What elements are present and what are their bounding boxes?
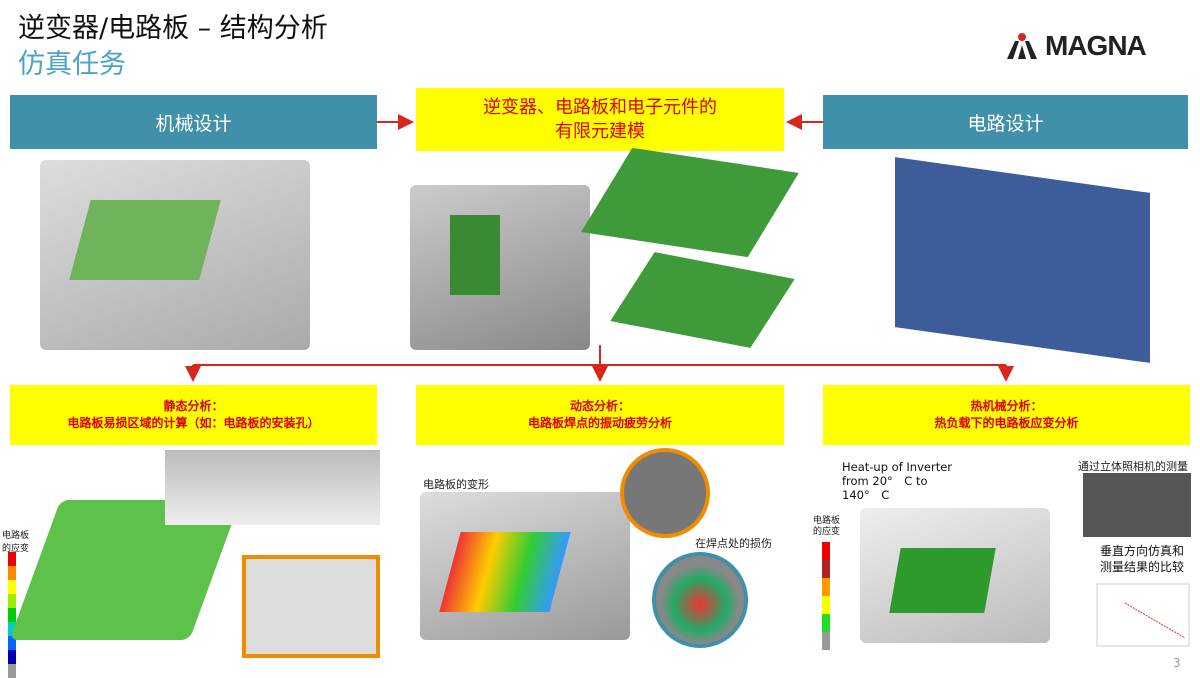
plot-frame <box>1096 583 1190 647</box>
fem-line2: 有限元建模 <box>555 120 645 142</box>
logo-text: MAGNA <box>1045 30 1147 61</box>
camera-photo <box>1083 473 1191 537</box>
strain-legend-label: 电路板的应变 <box>2 531 30 554</box>
static-title: 静态分析： <box>163 399 224 413</box>
solder-damage-circle <box>652 552 748 648</box>
deformation-contour <box>439 532 571 612</box>
page-title: 逆变器/电路板 – 结构分析 <box>18 13 328 44</box>
cross-section-image <box>165 450 380 525</box>
heat-up-text: Heat-up of Inverter from 20° C to 140° C <box>842 460 952 502</box>
compare-line2: 测量结果的比较 <box>1100 560 1185 574</box>
comparison-plot <box>1096 583 1190 647</box>
solder-zoom-circle <box>620 448 710 538</box>
dynamic-desc: 电路板焊点的振动疲劳分析 <box>527 416 672 430</box>
static-desc: 电路板易损区域的计算（如：电路板的安装孔） <box>67 416 320 430</box>
compare-line1: 垂直方向仿真和 <box>1100 544 1185 558</box>
fem-modeling-box: 逆变器、电路板和电子元件的 有限元建模 <box>416 88 784 151</box>
circuit-design-box: 电路设计 <box>823 95 1188 149</box>
heat-line3: 140° C <box>842 488 890 502</box>
thermo-title: 热机械分析： <box>970 399 1043 413</box>
damage-label: 在焊点处的损伤 <box>695 537 772 550</box>
pcb-shape <box>69 200 221 280</box>
thermo-analysis-box: 热机械分析： 热负载下的电路板应变分析 <box>823 385 1190 445</box>
inverter-housing-image <box>40 160 310 350</box>
static-analysis-box: 静态分析： 电路板易损区域的计算（如：电路板的安装孔） <box>10 385 377 445</box>
fem-mesh-image <box>410 185 590 350</box>
magna-logo-icon <box>1007 33 1037 59</box>
page-subtitle: 仿真任务 <box>18 49 126 80</box>
plot-series <box>1124 602 1186 639</box>
heat-line2: from 20° C to <box>842 474 928 488</box>
thermal-strain-legend-label: 电路板的应变 <box>813 516 841 537</box>
fem-line1: 逆变器、电路板和电子元件的 <box>483 96 717 118</box>
dynamic-analysis-box: 动态分析： 电路板焊点的振动疲劳分析 <box>416 385 784 445</box>
heat-line1: Heat-up of Inverter <box>842 460 953 474</box>
circuit-design-label: 电路设计 <box>967 112 1044 135</box>
dynamic-deformation-image <box>420 492 630 640</box>
thermal-housing-image <box>860 508 1050 643</box>
mechanical-design-label: 机械设计 <box>155 112 232 135</box>
compare-text: 垂直方向仿真和 测量结果的比较 <box>1100 543 1184 575</box>
dynamic-title: 动态分析： <box>569 399 630 413</box>
thermal-pcb <box>889 548 996 613</box>
camera-label: 通过立体照相机的测量 <box>1078 460 1188 473</box>
strain-legend-bar <box>8 552 16 678</box>
page-number: 3 <box>1173 656 1181 670</box>
pcb-mesh <box>450 215 500 295</box>
deformation-label: 电路板的变形 <box>423 476 489 492</box>
zoom-detail-box <box>242 555 380 658</box>
thermo-desc: 热负载下的电路板应变分析 <box>934 416 1079 430</box>
circuit-board-image <box>895 157 1150 363</box>
thermal-legend-bar <box>822 542 830 650</box>
magna-logo: MAGNA <box>1005 30 1147 62</box>
mechanical-design-box: 机械设计 <box>10 95 377 149</box>
